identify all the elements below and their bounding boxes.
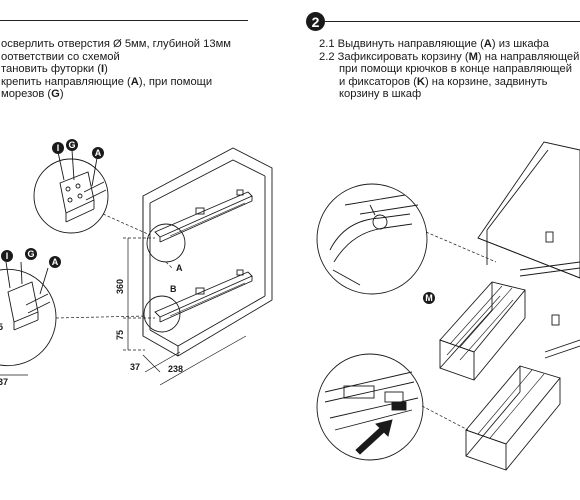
dim-238: 238 [168, 364, 183, 374]
svg-text:M: M [425, 293, 433, 303]
step2-line-2: 2.2 Зафиксировать корзину (M) на направл… [319, 50, 580, 63]
dim-left-37: 37 [0, 377, 8, 387]
dimension-lines [123, 237, 247, 386]
label-rail-a: A [176, 263, 183, 273]
step2-number-badge: 2 [306, 12, 325, 31]
step2-text: 2.1 Выдвинуть направляющие (A) из шкафа … [319, 38, 579, 101]
label-rail-b: B [170, 284, 177, 294]
cabinet-drawing [142, 147, 273, 357]
detail-circle-clip [316, 353, 424, 461]
callout-M: M [423, 292, 435, 304]
svg-text:I: I [57, 143, 60, 153]
step1-line-3: тановить футорки (I) [1, 63, 108, 76]
svg-text:G: G [68, 140, 75, 150]
callout-A-upper: A [92, 147, 104, 159]
callout-A-lower: A [49, 256, 61, 268]
rail-upper [154, 189, 253, 243]
svg-text:G: G [27, 249, 34, 259]
callout-I-lower: I [1, 250, 13, 262]
detail-circle-fittings-lower [0, 261, 57, 376]
dim-37: 37 [130, 362, 140, 372]
cabinet-step2 [477, 141, 580, 279]
svg-text:A: A [95, 148, 102, 158]
step2-line-1: 2.1 Выдвинуть направляющие (A) из шкафа [319, 38, 549, 50]
callout-G-lower: G [25, 248, 37, 260]
step1-line-5: морезов (G) [1, 88, 64, 101]
svg-text:A: A [52, 257, 59, 267]
detail-circle-upper [146, 223, 186, 263]
dim-360: 360 [115, 279, 125, 294]
basket-drawing [439, 231, 580, 471]
callout-I-upper: I [52, 142, 64, 154]
detail-circle-lower [143, 295, 181, 333]
push-arrow-icon [355, 419, 393, 455]
dim-left-5: 5 [0, 322, 3, 332]
step1-text: осверлить отверстия Ø 5мм, глубиной 13мм… [1, 38, 231, 101]
step2-line-4: и фиксаторов (K) на корзине, задвинуть [339, 75, 548, 88]
step1-line-4: крепить направляющие (A), при помощи [1, 75, 213, 88]
step2-header-rule [325, 21, 580, 22]
step1-header-rule [0, 20, 248, 21]
dim-75: 75 [115, 330, 125, 340]
step1-line-1: осверлить отверстия Ø 5мм, глубиной 13мм [1, 38, 231, 50]
step2-line-5: корзину в шкаф [339, 88, 422, 101]
callout-G-upper: G [66, 139, 78, 151]
svg-text:I: I [6, 251, 9, 261]
detail-circle-hook [316, 183, 428, 295]
step2-line-3: при помощи крючков в конце направляющей [339, 63, 572, 76]
detail-circle-fittings-upper [33, 149, 109, 234]
rail-lower [154, 269, 253, 323]
step1-line-2: оответствии со схемой [1, 50, 120, 63]
